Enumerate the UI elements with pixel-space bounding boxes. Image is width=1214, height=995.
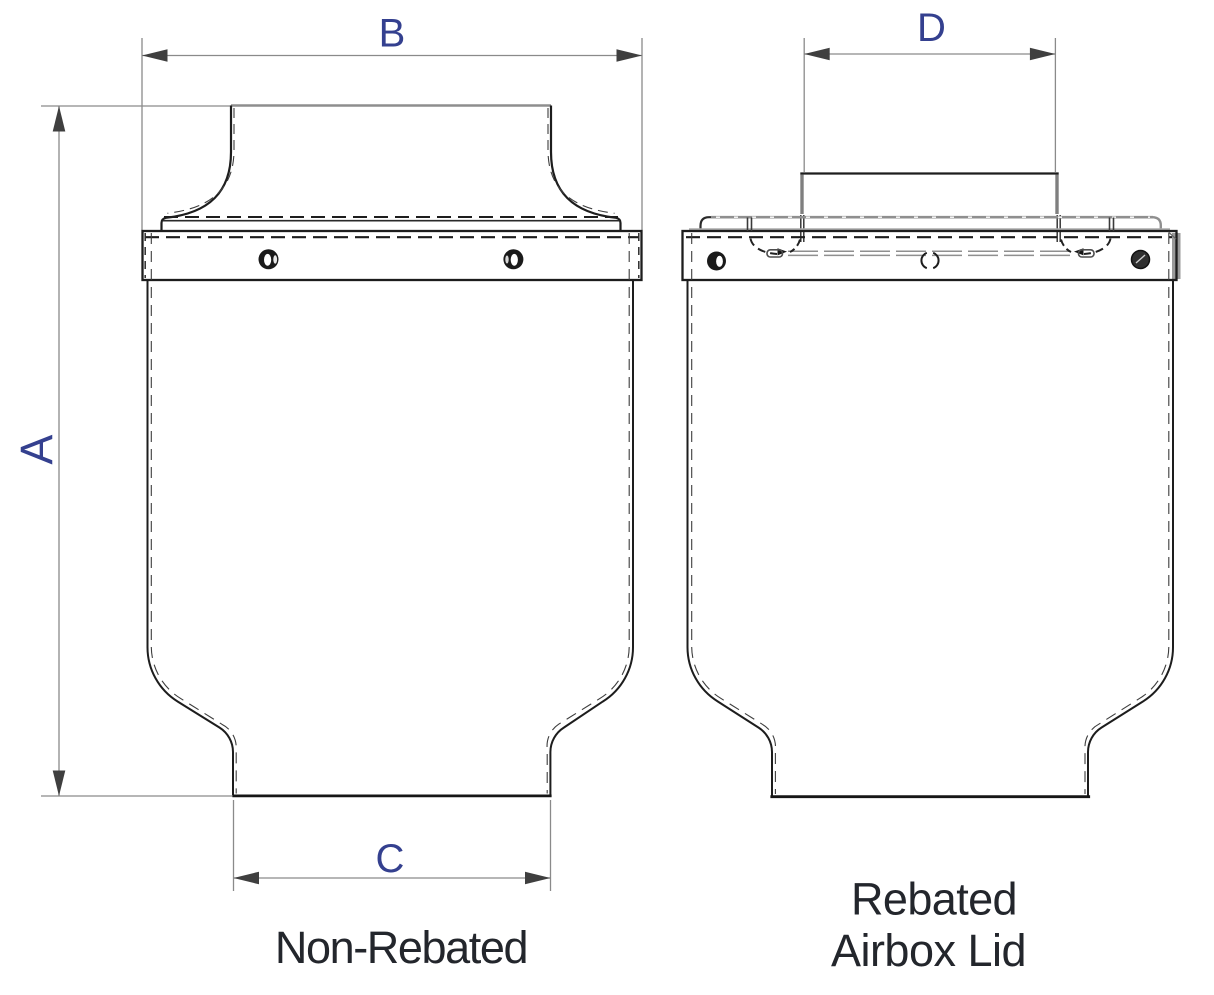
- svg-text:Airbox Lid: Airbox Lid: [831, 925, 1026, 976]
- svg-text:Rebated: Rebated: [851, 874, 1017, 925]
- svg-text:B: B: [379, 12, 406, 56]
- svg-text:C: C: [376, 837, 405, 881]
- svg-text:D: D: [917, 6, 946, 50]
- svg-text:A: A: [11, 435, 62, 465]
- svg-text:Non-Rebated: Non-Rebated: [275, 922, 527, 973]
